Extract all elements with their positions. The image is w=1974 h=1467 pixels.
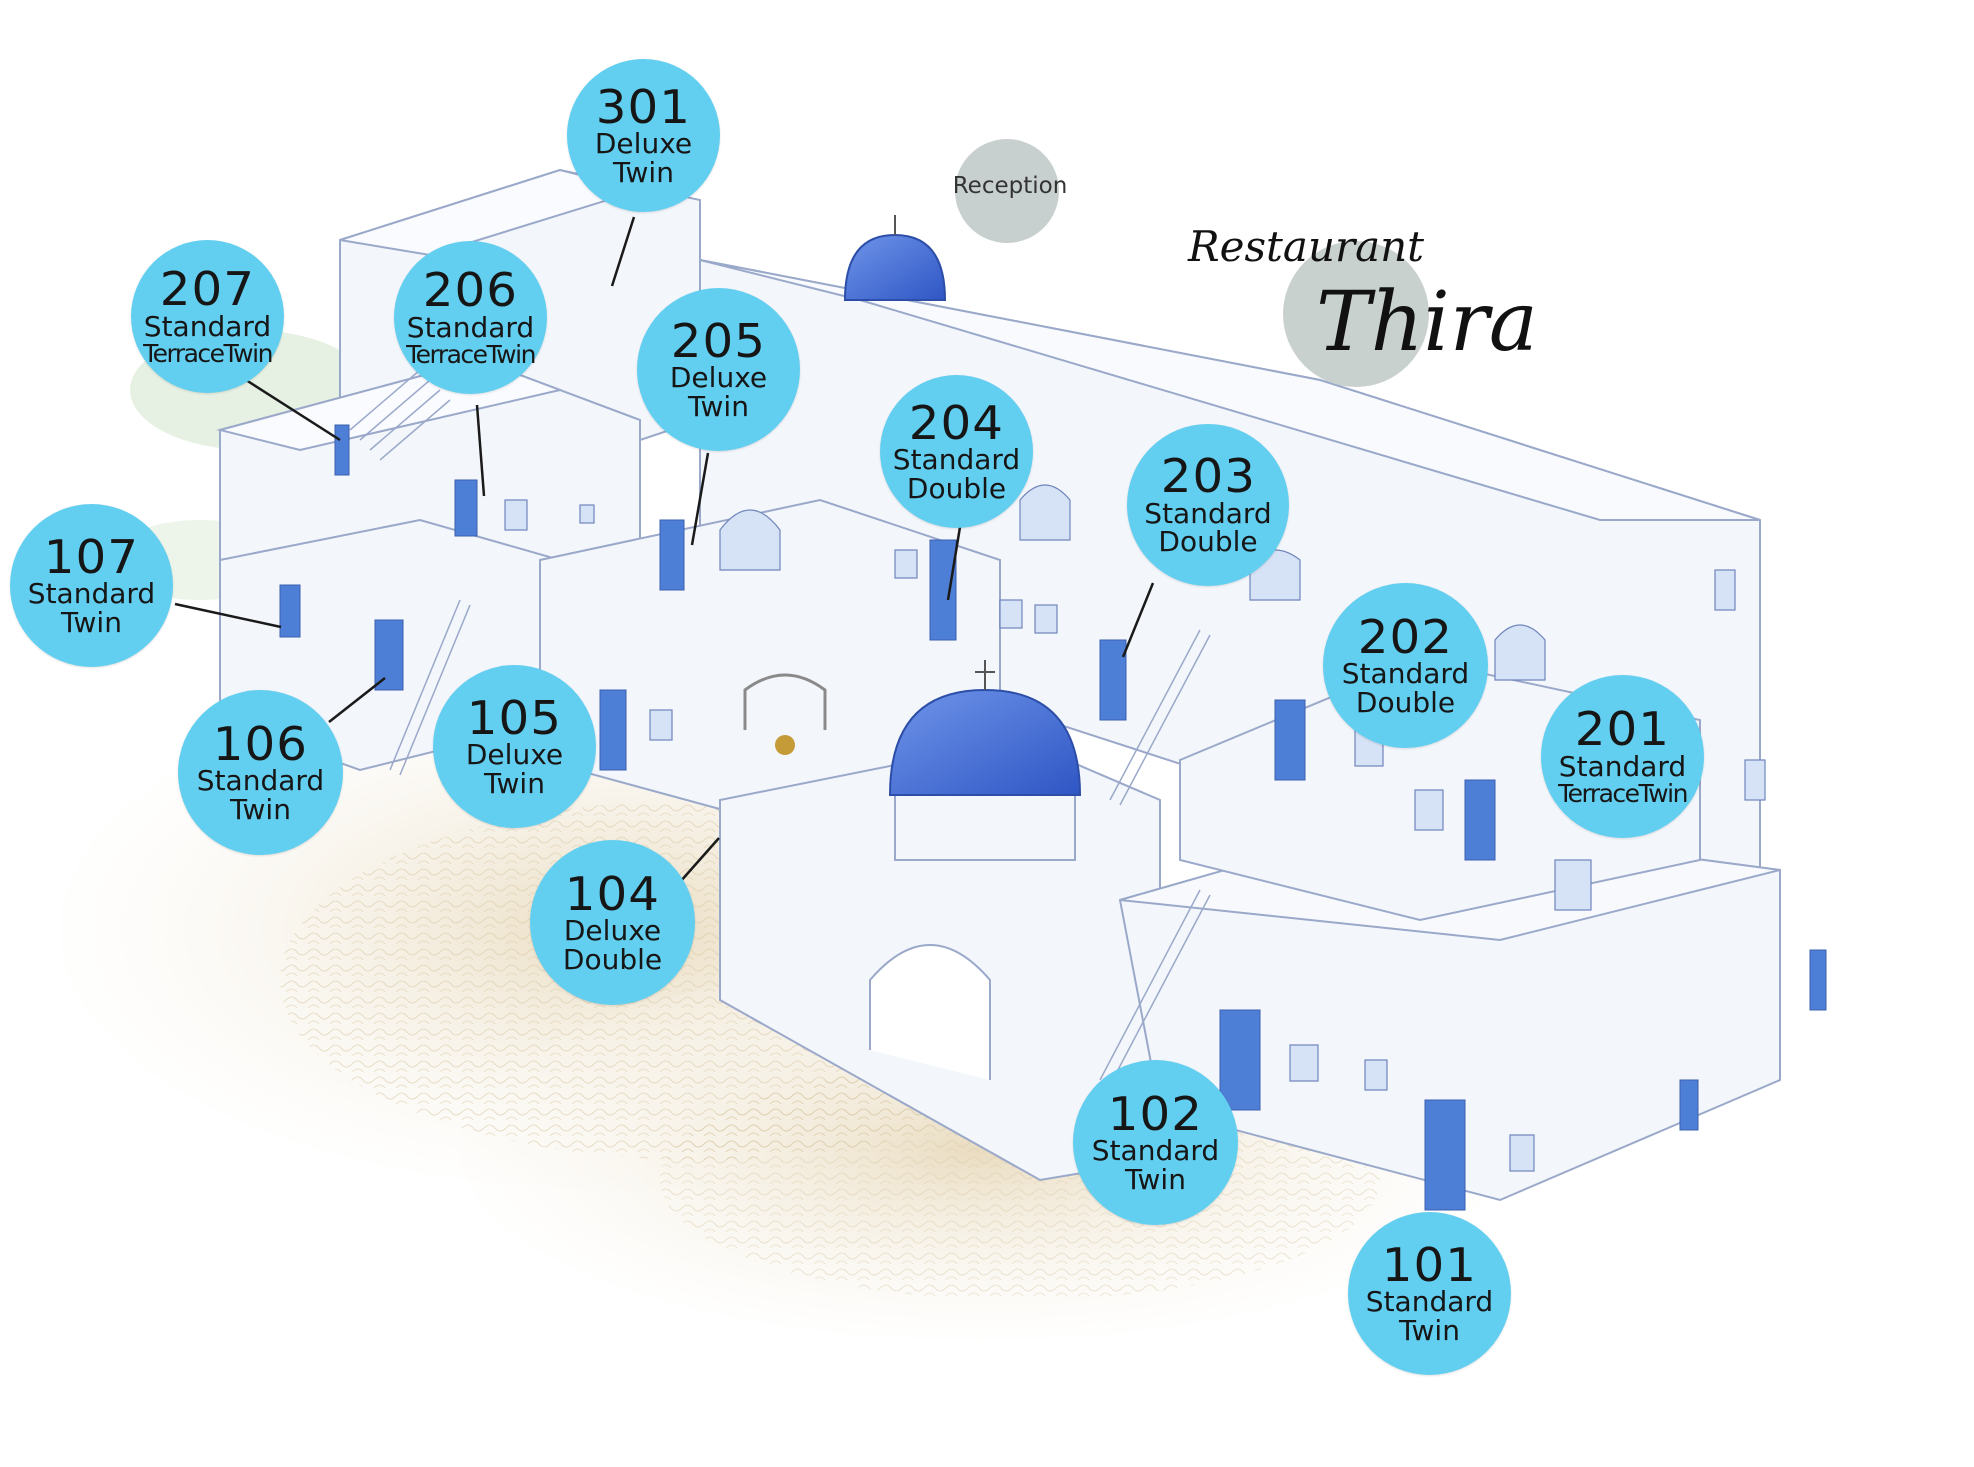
room-bed: Double: [562, 942, 663, 976]
room-type: Standard: [892, 443, 1021, 477]
room-bed: Double: [1355, 685, 1456, 719]
room-206-marker[interactable]: 206 Standard TerraceTwin: [394, 241, 547, 394]
room-bed: Double: [906, 471, 1007, 505]
room-bed: Twin: [484, 766, 545, 800]
room-number: 101: [1381, 1237, 1478, 1292]
windows: [504, 484, 1766, 1172]
room-type: Standard: [406, 310, 535, 344]
room-104-marker[interactable]: 104 Deluxe Double: [530, 840, 695, 1005]
room-type: Standard: [143, 309, 272, 343]
room-207-marker[interactable]: 207 Standard TerraceTwin: [131, 240, 284, 393]
room-bed: TerraceTwin: [406, 340, 536, 370]
room-number: 201: [1574, 702, 1671, 757]
room-type: Deluxe: [594, 127, 693, 161]
room-203-marker[interactable]: 203 Standard Double: [1127, 424, 1289, 586]
room-number: 102: [1107, 1086, 1204, 1141]
room-105-marker[interactable]: 105 Deluxe Twin: [433, 665, 596, 828]
room-bed: Twin: [1125, 1162, 1186, 1196]
room-bed: Twin: [61, 605, 122, 639]
room-102-marker[interactable]: 102 Standard Twin: [1073, 1060, 1238, 1225]
room-type: Standard: [1341, 657, 1470, 691]
restaurant-label: Restaurant: [1188, 222, 1425, 271]
room-number: 203: [1160, 449, 1256, 503]
room-205-marker[interactable]: 205 Deluxe Twin: [637, 288, 800, 451]
room-201-marker[interactable]: 201 Standard TerraceTwin: [1541, 675, 1704, 838]
room-bed: Twin: [1399, 1313, 1460, 1347]
arch-passage: [869, 944, 991, 1080]
stairs: [349, 369, 1211, 1086]
room-number: 104: [564, 866, 661, 921]
room-number: 205: [670, 313, 767, 368]
room-202-marker[interactable]: 202 Standard Double: [1323, 583, 1488, 748]
room-number: 202: [1357, 609, 1454, 664]
room-type: Standard: [1558, 749, 1687, 783]
room-bed: Twin: [613, 155, 674, 189]
room-type: Standard: [27, 577, 156, 611]
room-number: 301: [595, 79, 692, 134]
room-106-marker[interactable]: 106 Standard Twin: [178, 690, 343, 855]
room-101-marker[interactable]: 101 Standard Twin: [1348, 1212, 1511, 1375]
room-number: 106: [212, 716, 309, 771]
bell-tower: [743, 673, 827, 755]
blue-domes: [843, 215, 1082, 861]
restaurant-name: Thira: [1316, 275, 1538, 370]
room-301-marker[interactable]: 301 Deluxe Twin: [567, 59, 720, 212]
room-number: 105: [466, 690, 563, 745]
room-204-marker[interactable]: 204 Standard Double: [880, 375, 1033, 528]
room-bed: TerraceTwin: [143, 339, 273, 369]
room-number: 206: [422, 263, 519, 318]
room-type: Standard: [1365, 1285, 1494, 1319]
room-number: 204: [908, 395, 1005, 450]
restaurant-marker[interactable]: [1283, 241, 1429, 387]
leader-lines: [174, 216, 1155, 883]
room-number: 107: [43, 529, 140, 584]
blue-doors: [279, 424, 1827, 1211]
room-number: 207: [159, 262, 256, 317]
room-bed: Twin: [688, 389, 749, 423]
room-bed: Twin: [230, 792, 291, 826]
room-bed: Double: [1158, 525, 1258, 559]
room-107-marker[interactable]: 107 Standard Twin: [10, 504, 173, 667]
room-type: Deluxe: [563, 914, 662, 948]
room-type: Deluxe: [465, 738, 564, 772]
reception-marker[interactable]: [955, 139, 1059, 243]
room-type: Standard: [1091, 1134, 1220, 1168]
room-bed: TerraceTwin: [1558, 779, 1688, 809]
reception-label: Reception: [952, 173, 1068, 199]
room-type: Standard: [196, 764, 325, 798]
room-type: Standard: [1144, 496, 1272, 530]
room-type: Deluxe: [669, 361, 768, 395]
